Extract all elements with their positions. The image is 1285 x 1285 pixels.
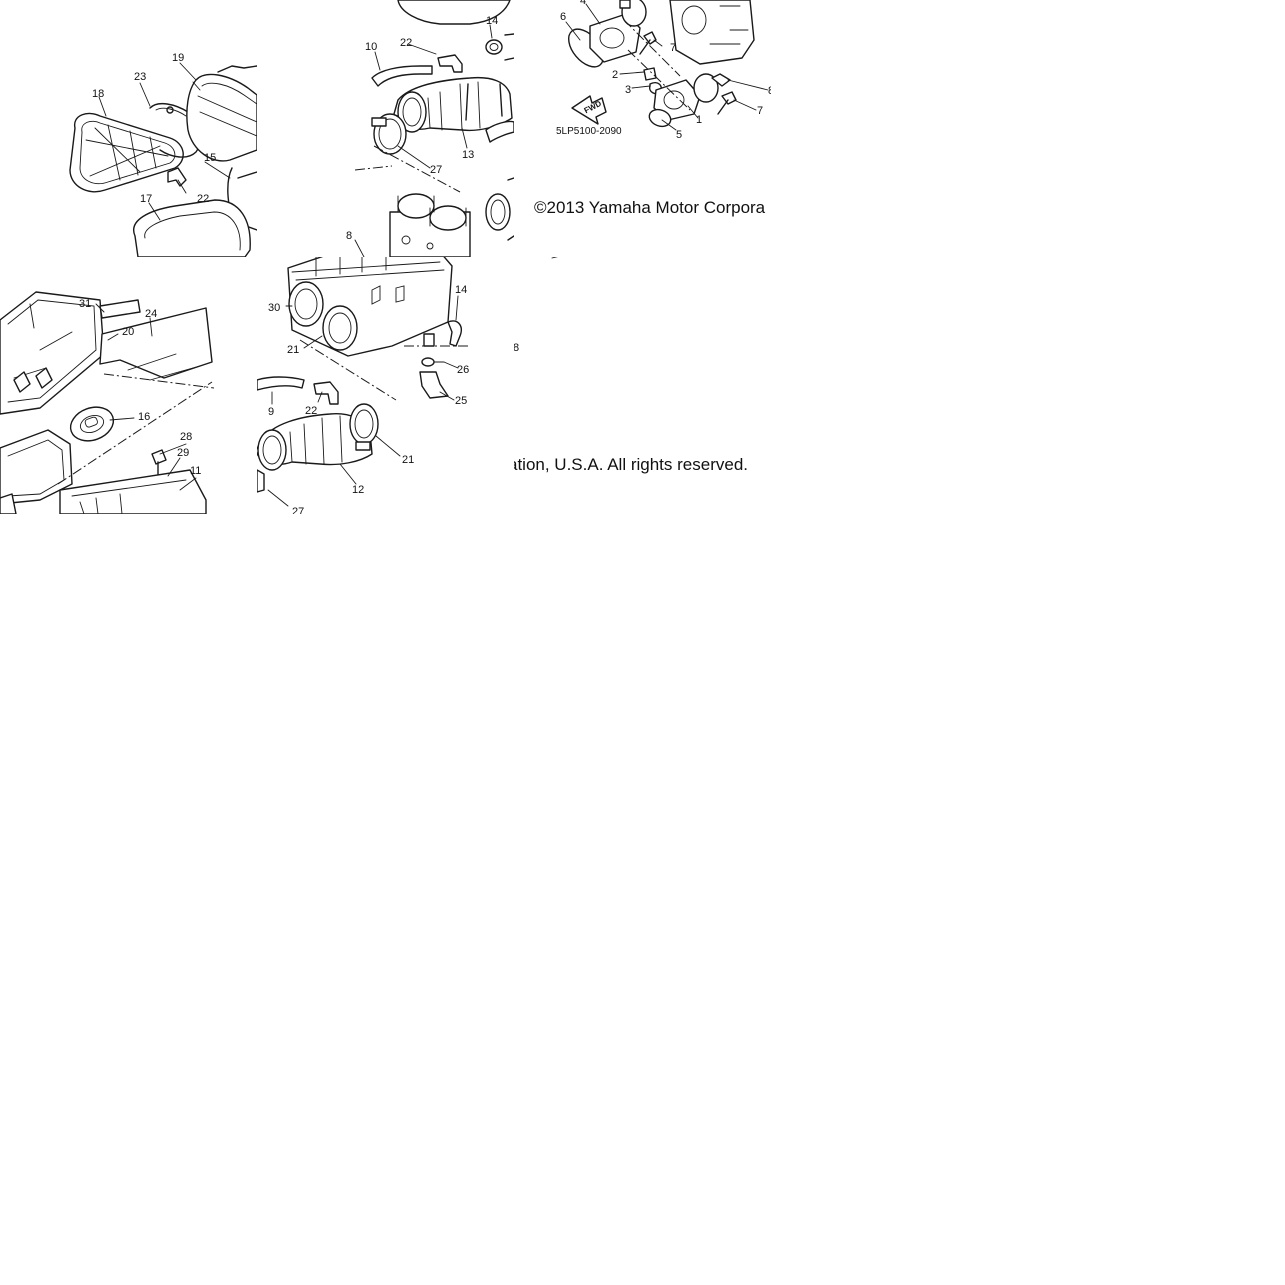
callout-26: 26 (457, 364, 469, 376)
callout-25: 25 (455, 395, 467, 407)
air-box (287, 257, 453, 357)
callout-22-top: 22 (400, 37, 412, 49)
callout-14: 14 (455, 284, 467, 296)
airbox-cover (0, 291, 105, 415)
callout-4: 4 (580, 0, 586, 7)
callout-8: 8 (513, 342, 519, 354)
air-duct (69, 406, 115, 442)
label-sticker (99, 299, 141, 319)
fitting (643, 67, 657, 81)
callout-7-lower: 7 (757, 105, 763, 117)
lower-elbow (313, 381, 339, 405)
drain-o-ring (421, 357, 435, 367)
callout-24: 24 (145, 308, 157, 320)
tile-intake-joint: 22 10 14 13 27 8 (346, 0, 514, 257)
tile-airbox-cover: 31 24 20 16 28 29 11 (0, 291, 215, 514)
callout-22: 22 (305, 405, 317, 417)
callout-10: 10 (365, 41, 377, 53)
bolt-lower (717, 91, 737, 115)
hose-elbow (437, 54, 463, 73)
carb-joint-ring (485, 193, 511, 231)
callout-21-lower: 21 (402, 454, 414, 466)
callout-12: 12 (352, 484, 364, 496)
lower-intake-joint (257, 413, 373, 471)
callout-21-upper: 21 (287, 344, 299, 356)
cover-top (397, 0, 511, 25)
callout-7-upper: 7 (670, 42, 676, 54)
clamp-upper (619, 0, 647, 27)
drain-plug (419, 371, 449, 399)
cover-plate (99, 307, 213, 379)
callout-6: 6 (560, 11, 566, 23)
callout-22: 22 (197, 193, 209, 205)
copyright-text-end: ation, U.S.A. All rights reserved. (508, 455, 748, 474)
callout-13: 13 (462, 149, 474, 161)
filter-cover (133, 199, 251, 257)
throttle-body (669, 0, 755, 65)
intake-joint (393, 76, 513, 133)
air-filter-element (69, 112, 184, 193)
bolt (151, 449, 167, 477)
copyright-text-start: ©2013 Yamaha Motor Corpora (534, 198, 766, 217)
callout-27-top: 27 (430, 164, 442, 176)
callout-14-top: 14 (486, 15, 498, 27)
callout-31: 31 (79, 298, 91, 310)
callout-19: 19 (172, 52, 184, 64)
callout-15: 15 (204, 152, 216, 164)
tile-air-filter: 18 23 19 15 22 17 (69, 52, 257, 257)
lower-clamp (257, 469, 265, 493)
carburetor (389, 193, 471, 257)
callout-1: 1 (696, 114, 702, 126)
breather-elbow (167, 167, 187, 187)
box-clip (447, 320, 462, 347)
part-code: 5LP5100-2090 (556, 126, 622, 137)
tile-airbox: 30 21 14 26 25 22 9 21 12 27 (257, 257, 470, 518)
breather-hose (371, 65, 433, 87)
callout-18: 18 (92, 88, 104, 100)
callout-8-top: 8 (346, 230, 352, 242)
lower-hose (257, 376, 305, 391)
callout-27: 27 (292, 506, 304, 518)
callout-8-edge: 8 (768, 85, 774, 97)
callout-16: 16 (138, 411, 150, 423)
callout-2: 2 (612, 69, 618, 81)
callout-9: 9 (268, 406, 274, 418)
callout-20: 20 (122, 326, 134, 338)
hose-clamp (371, 113, 407, 155)
bolt-upper (639, 31, 657, 55)
callout-28: 28 (180, 431, 192, 443)
callout-11: 11 (190, 465, 201, 477)
callout-17: 17 (140, 193, 152, 205)
grommet (485, 39, 503, 55)
callout-3: 3 (625, 84, 631, 96)
manifold-lower (653, 79, 701, 121)
fwd-arrow-icon: FWD (571, 95, 607, 125)
callout-30: 30 (268, 302, 280, 314)
filter-frame (186, 65, 257, 162)
callout-5: 5 (676, 129, 682, 141)
callout-23: 23 (134, 71, 146, 83)
callout-29: 29 (177, 447, 189, 459)
tile-copyright: 8 ation, U.S.A. All rights reserved. (508, 257, 748, 474)
clamp-lower (693, 73, 719, 103)
tile-manifold: FWD 5LP5100-2090 6 4 7 2 3 1 5 7 8 ©2013… (534, 0, 774, 217)
